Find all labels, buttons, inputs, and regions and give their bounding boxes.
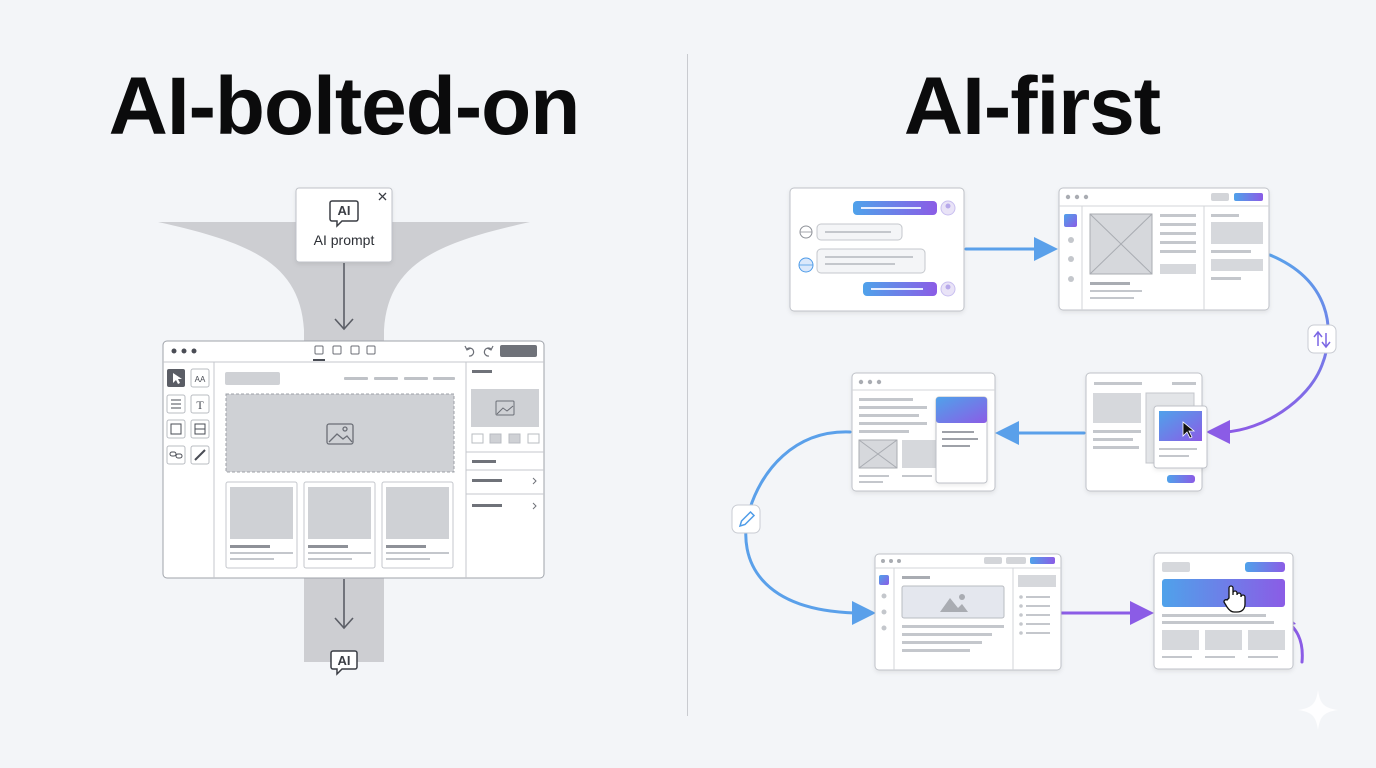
edit-selection-card (1085, 372, 1208, 492)
text-size-icon[interactable]: AA (190, 368, 210, 388)
center-divider (687, 54, 688, 716)
publish-button[interactable] (500, 345, 537, 357)
cursor-icon (1182, 421, 1196, 439)
hero-image-placeholder[interactable] (225, 393, 455, 473)
ai-output-text: AI (338, 653, 351, 668)
final-page-card (1153, 552, 1294, 670)
right-title: AI-first (903, 61, 1161, 152)
content-cards (225, 481, 454, 569)
tool-sidebar: AA T (166, 368, 210, 465)
svg-text:T: T (196, 398, 204, 412)
image-icon (940, 594, 968, 612)
swap-arrows-icon[interactable] (1307, 324, 1337, 354)
ai-prompt-card[interactable] (295, 187, 393, 263)
generated-panel-card (851, 372, 996, 492)
svg-text:AA: AA (195, 375, 206, 384)
hand-cursor-icon (1223, 585, 1246, 613)
chat-card (789, 187, 965, 312)
ai-output-icon: AI (330, 650, 358, 676)
close-icon[interactable] (378, 192, 387, 201)
list-icon[interactable] (166, 394, 186, 414)
left-title: AI-bolted-on (108, 61, 581, 152)
image-icon (326, 423, 354, 445)
layout-editor-card (874, 553, 1062, 671)
image-block-icon[interactable] (190, 419, 210, 439)
pen-icon[interactable] (190, 445, 210, 465)
text-icon[interactable]: T (190, 394, 210, 414)
window-dots (171, 348, 197, 354)
ai-chat-bubble-icon: AI (329, 200, 359, 228)
right-diagram (731, 187, 1338, 730)
undo-icon[interactable] (464, 345, 475, 357)
ai-bubble-text: AI (338, 203, 351, 218)
ai-prompt-label: AI prompt (314, 232, 375, 248)
arrow-down-to-output (334, 579, 354, 630)
sparkle-icon (1298, 690, 1338, 730)
left-diagram: AI AI prompt (158, 187, 545, 676)
app-preview-card (1058, 187, 1270, 311)
arrow-down-to-editor (334, 263, 354, 331)
pencil-icon[interactable] (731, 504, 761, 534)
editor-window: AA T (162, 340, 545, 579)
redo-icon[interactable] (483, 345, 494, 357)
editor-mode-icons[interactable] (314, 345, 376, 355)
link-icon[interactable] (166, 445, 186, 465)
frame-icon[interactable] (166, 419, 186, 439)
